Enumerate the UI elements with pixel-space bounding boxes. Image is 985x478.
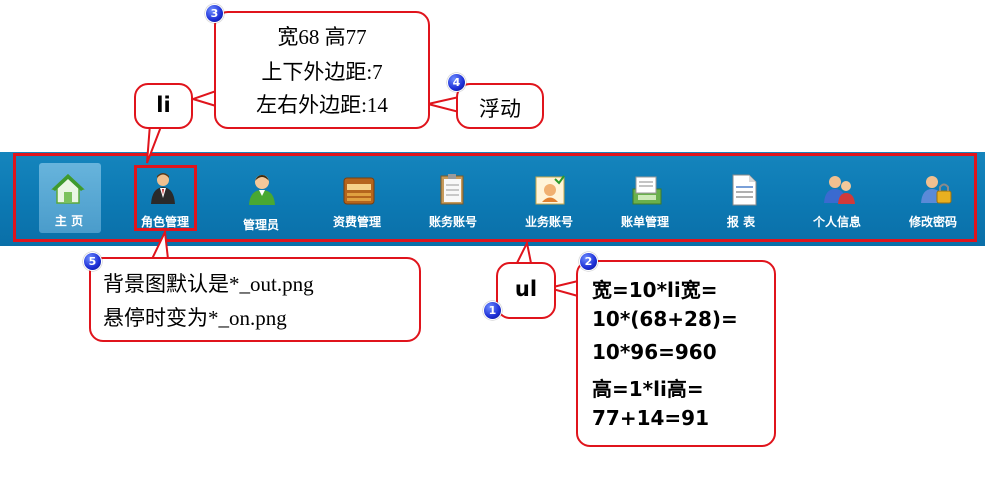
badge-1: 1: [483, 301, 502, 320]
nav-item-home[interactable]: 主 页: [21, 161, 117, 238]
nav-item-role[interactable]: 角色管理: [117, 161, 213, 238]
nav-list: 主 页 角色管理 管理员 资费管理: [21, 161, 981, 238]
nav-item-account[interactable]: 账务账号: [405, 161, 501, 238]
ul-label: ul: [514, 277, 538, 301]
calc-line-2: 10*(68+28)=: [592, 307, 738, 331]
background-line-1: 背景图默认是*_out.png: [103, 272, 314, 296]
calc-line-5: 77+14=91: [592, 406, 710, 430]
li-callout: li: [134, 83, 193, 129]
home-icon: [51, 173, 85, 204]
badge-2: 2: [579, 252, 598, 271]
bill-icon: [632, 176, 662, 205]
nav-item-admin[interactable]: 管理员: [213, 161, 309, 238]
nav-item-label: 资费管理: [332, 215, 381, 229]
calc-line-4: 高=1*li高=: [592, 377, 704, 401]
nav-item-label: 报 表: [726, 215, 756, 229]
role-icon: [151, 173, 175, 204]
nav-item-report[interactable]: 报 表: [693, 161, 789, 238]
profile-icon: [824, 176, 855, 204]
nav-item-profile[interactable]: 个人信息: [789, 161, 885, 238]
nav-item-label: 账单管理: [620, 215, 669, 229]
float-label: 浮动: [479, 97, 521, 121]
fee-icon: [343, 177, 375, 205]
background-callout: 背景图默认是*_out.png 悬停时变为*_on.png: [89, 257, 421, 342]
li-label: li: [156, 93, 171, 117]
ul-callout: ul: [496, 262, 556, 319]
nav-item-label: 管理员: [242, 218, 279, 232]
size-callout: 宽68 高77 上下外边距:7 左右外边距:14: [214, 11, 430, 129]
nav-item-bill[interactable]: 账单管理: [597, 161, 693, 238]
nav-item-fee[interactable]: 资费管理: [309, 161, 405, 238]
nav-item-label: 修改密码: [908, 215, 957, 229]
nav-item-password[interactable]: 修改密码: [885, 161, 981, 238]
nav-item-service-account[interactable]: 业务账号: [501, 161, 597, 238]
nav-item-label: 个人信息: [812, 215, 861, 229]
badge-3: 3: [205, 4, 224, 23]
report-icon: [732, 174, 757, 206]
size-line-2: 上下外边距:7: [261, 60, 383, 84]
service-account-icon: [535, 175, 565, 205]
admin-icon: [249, 175, 275, 205]
nav-item-label: 账务账号: [428, 215, 477, 229]
badge-5: 5: [83, 252, 102, 271]
nav-item-label: 角色管理: [140, 215, 189, 229]
nav-item-label: 主 页: [54, 214, 84, 228]
ul-highlight-box: [13, 153, 977, 242]
nav-item-label: 业务账号: [524, 215, 573, 229]
password-icon: [921, 176, 952, 204]
badge-4: 4: [447, 73, 466, 92]
float-callout: 浮动: [456, 83, 544, 129]
calc-line-1: 宽=10*li宽=: [592, 278, 718, 302]
account-icon: [440, 174, 464, 205]
calculation-callout: 宽=10*li宽= 10*(68+28)= 10*96=960 高=1*li高=…: [576, 260, 776, 447]
size-line-1: 宽68 高77: [277, 25, 367, 49]
background-line-2: 悬停时变为*_on.png: [103, 306, 287, 330]
calc-line-3: 10*96=960: [592, 340, 717, 364]
size-line-3: 左右外边距:14: [256, 93, 388, 117]
